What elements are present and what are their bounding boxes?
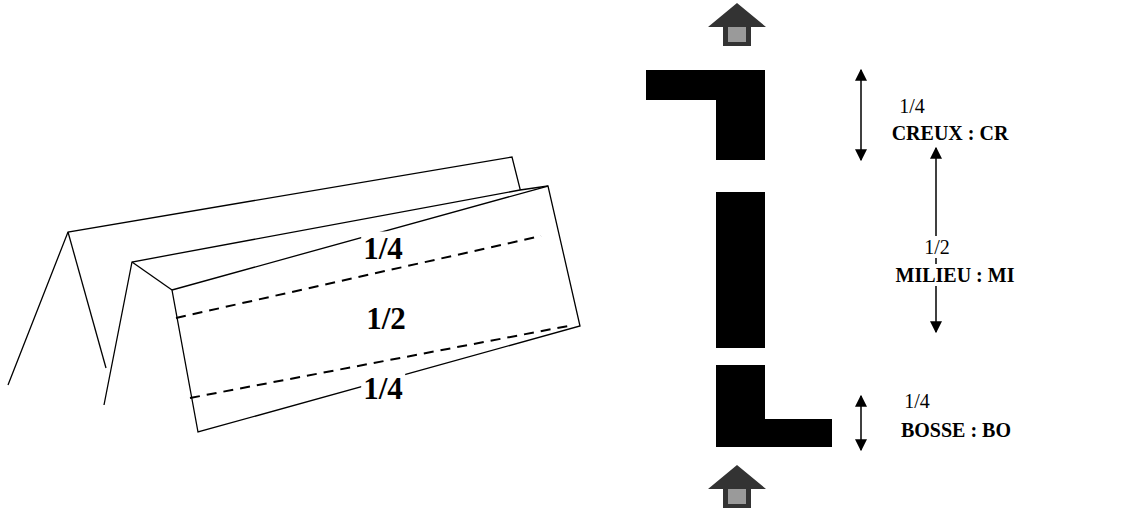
bosse-piece (716, 365, 832, 447)
milieu-piece (716, 192, 765, 348)
direction-arrow (708, 3, 766, 46)
direction-arrow (708, 465, 766, 508)
folded-card (8, 157, 580, 432)
dashed-fold-line (176, 236, 541, 318)
dimension-arrow (860, 70, 862, 160)
fraction-label: 1/2 (364, 302, 408, 335)
back-fold (68, 232, 106, 368)
fraction-label: 1/2 (922, 236, 952, 258)
dimension-arrow (860, 396, 862, 450)
fraction-label: 1/4 (902, 390, 932, 412)
fraction-label: 1/4 (361, 372, 405, 405)
creux-piece (646, 70, 765, 160)
front-face (172, 186, 580, 432)
part-name: CREUX : CR (890, 122, 1011, 144)
fraction-label: 1/4 (897, 95, 927, 117)
fraction-label: 1/4 (361, 232, 405, 265)
front-fold (132, 262, 172, 290)
part-name: MILIEU : MI (894, 264, 1017, 286)
part-name: BOSSE : BO (899, 419, 1013, 441)
